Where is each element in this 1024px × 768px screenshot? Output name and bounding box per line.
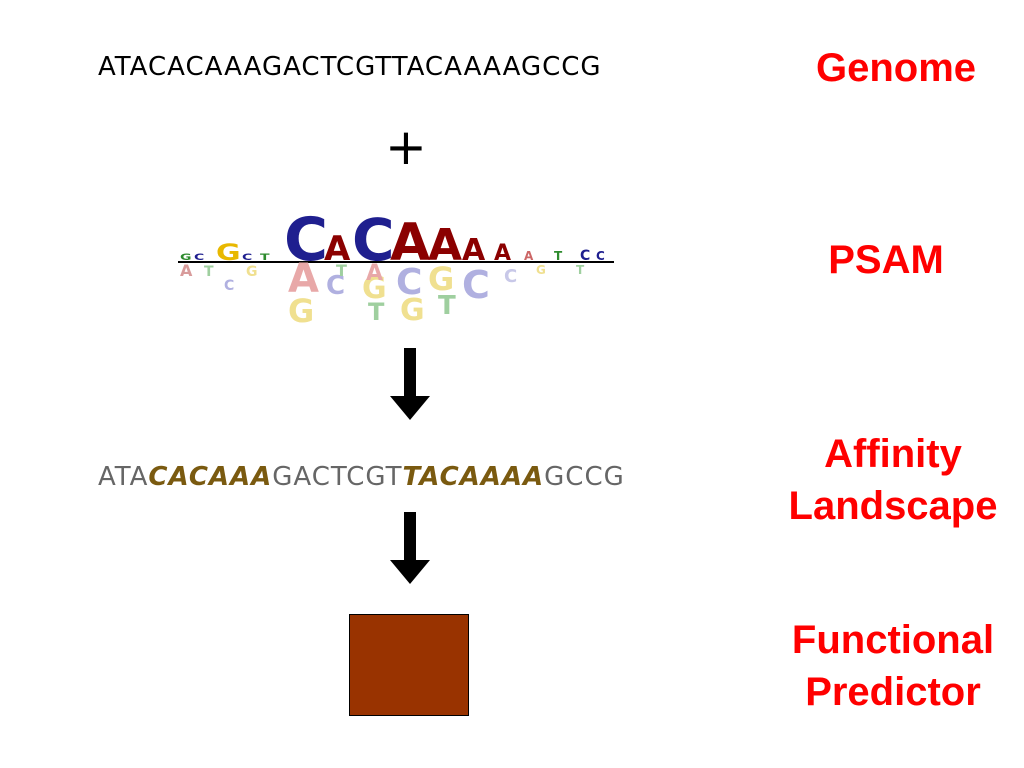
affinity-sequence: ATACACAAAGACTCGTTACAAAAGCCG	[98, 462, 625, 492]
logo-letter: C	[284, 205, 328, 275]
affinity-label: Affinity Landscape	[770, 428, 1016, 532]
psam-logo: G C G C T C A C A A A A A T C C A T C G …	[178, 205, 614, 324]
logo-letter: T	[554, 249, 563, 263]
logo-letter: C	[224, 278, 234, 294]
seq-segment-highlight: TACAAAA	[402, 462, 545, 492]
logo-letter: A	[524, 249, 534, 263]
predictor-label-line2: Predictor	[805, 670, 981, 714]
logo-letter: C	[194, 252, 204, 262]
logo-letter: C	[352, 206, 395, 274]
logo-letter: T	[576, 263, 585, 277]
logo-letter: G	[216, 240, 241, 266]
seq-segment: ATA	[98, 462, 149, 492]
logo-letter: G	[536, 263, 546, 277]
logo-letter: A	[288, 256, 319, 302]
logo-letter: A	[366, 261, 383, 286]
seq-segment: GACTCGT	[272, 462, 403, 492]
seq-segment-highlight: CACAAA	[148, 462, 273, 492]
genome-sequence: ATACACAAAGACTCGTTACAAAAGCCG	[98, 52, 602, 82]
logo-letter: G	[362, 271, 387, 306]
logo-letter: C	[504, 266, 517, 287]
logo-letter: A	[390, 213, 430, 273]
genome-label: Genome	[815, 46, 977, 90]
psam-label: PSAM	[828, 238, 944, 282]
logo-letter: G	[400, 293, 425, 324]
logo-letter: T	[368, 298, 385, 324]
down-arrow-icon	[390, 348, 430, 420]
predictor-label-line1: Functional	[791, 618, 995, 662]
predictor-box	[349, 614, 469, 716]
affinity-label-line1: Affinity	[824, 432, 962, 476]
logo-letter: G	[288, 292, 314, 324]
affinity-label-line2: Landscape	[788, 484, 998, 528]
plus-sign: +	[385, 118, 427, 176]
logo-letter: G	[428, 260, 454, 298]
seq-segment: GCCG	[544, 462, 625, 492]
logo-letter: T	[336, 261, 347, 280]
down-arrow-icon	[390, 512, 430, 584]
logo-letter: C	[580, 248, 590, 264]
logo-letter: A	[494, 241, 511, 266]
predictor-label: Functional Predictor	[770, 614, 1016, 718]
logo-letter: G	[180, 252, 191, 262]
logo-letter: C	[396, 262, 422, 303]
logo-letter: C	[326, 271, 345, 301]
logo-letter: A	[324, 229, 351, 269]
logo-letter: T	[204, 264, 214, 280]
logo-letter: C	[596, 249, 605, 263]
logo-letter: T	[438, 291, 456, 321]
logo-letter: C	[242, 252, 252, 262]
logo-letter: A	[462, 233, 486, 268]
logo-letter: A	[428, 220, 462, 271]
logo-letter: T	[260, 252, 270, 262]
logo-letter: C	[462, 263, 490, 307]
logo-letter: G	[246, 264, 258, 280]
logo-letter: A	[180, 261, 193, 280]
